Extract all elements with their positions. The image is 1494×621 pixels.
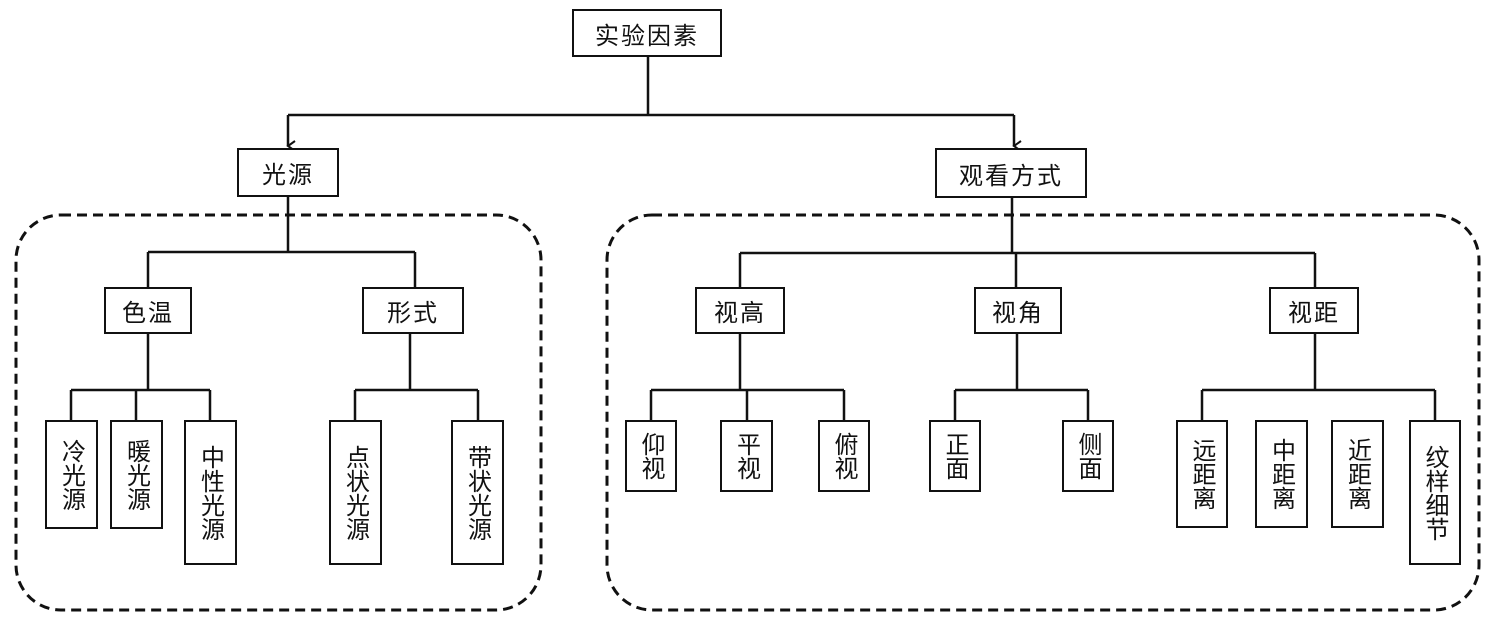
leaf-strip-light: 带状光源 bbox=[451, 420, 504, 565]
form-node: 形式 bbox=[362, 287, 464, 334]
leaf-side: 侧面 bbox=[1062, 420, 1114, 492]
leaf-look-up: 仰视 bbox=[625, 420, 677, 492]
leaf-warm-light: 暖光源 bbox=[110, 420, 163, 529]
leaf-pattern-detail: 纹样细节 bbox=[1409, 420, 1461, 565]
leaf-medium: 中距离 bbox=[1255, 420, 1308, 528]
leaf-front: 正面 bbox=[929, 420, 981, 492]
leaf-neutral-light: 中性光源 bbox=[184, 420, 237, 565]
view-angle-node: 视角 bbox=[974, 287, 1062, 334]
viewing-connector bbox=[738, 198, 1317, 287]
light-source-connector bbox=[146, 197, 417, 287]
leaf-look-down: 俯视 bbox=[818, 420, 870, 492]
root-node: 实验因素 bbox=[572, 9, 722, 57]
light-source-node: 光源 bbox=[237, 148, 339, 197]
color-temp-connector bbox=[69, 334, 212, 420]
height-connector bbox=[649, 334, 846, 420]
leaf-level-view: 平视 bbox=[720, 420, 773, 492]
leaf-cold-light: 冷光源 bbox=[45, 420, 98, 529]
form-connector bbox=[353, 334, 480, 420]
viewing-node: 观看方式 bbox=[935, 148, 1087, 198]
view-distance-node: 视距 bbox=[1269, 287, 1359, 334]
root-connector bbox=[288, 57, 1014, 117]
viewing-group-border bbox=[605, 213, 1481, 612]
leaf-near: 近距离 bbox=[1331, 420, 1384, 528]
color-temp-node: 色温 bbox=[104, 287, 192, 334]
distance-connector bbox=[1200, 334, 1437, 420]
view-height-node: 视高 bbox=[695, 287, 785, 334]
light-source-group-border bbox=[14, 213, 543, 612]
leaf-far: 远距离 bbox=[1176, 420, 1228, 528]
angle-connector bbox=[953, 334, 1090, 420]
leaf-point-light: 点状光源 bbox=[329, 420, 382, 565]
